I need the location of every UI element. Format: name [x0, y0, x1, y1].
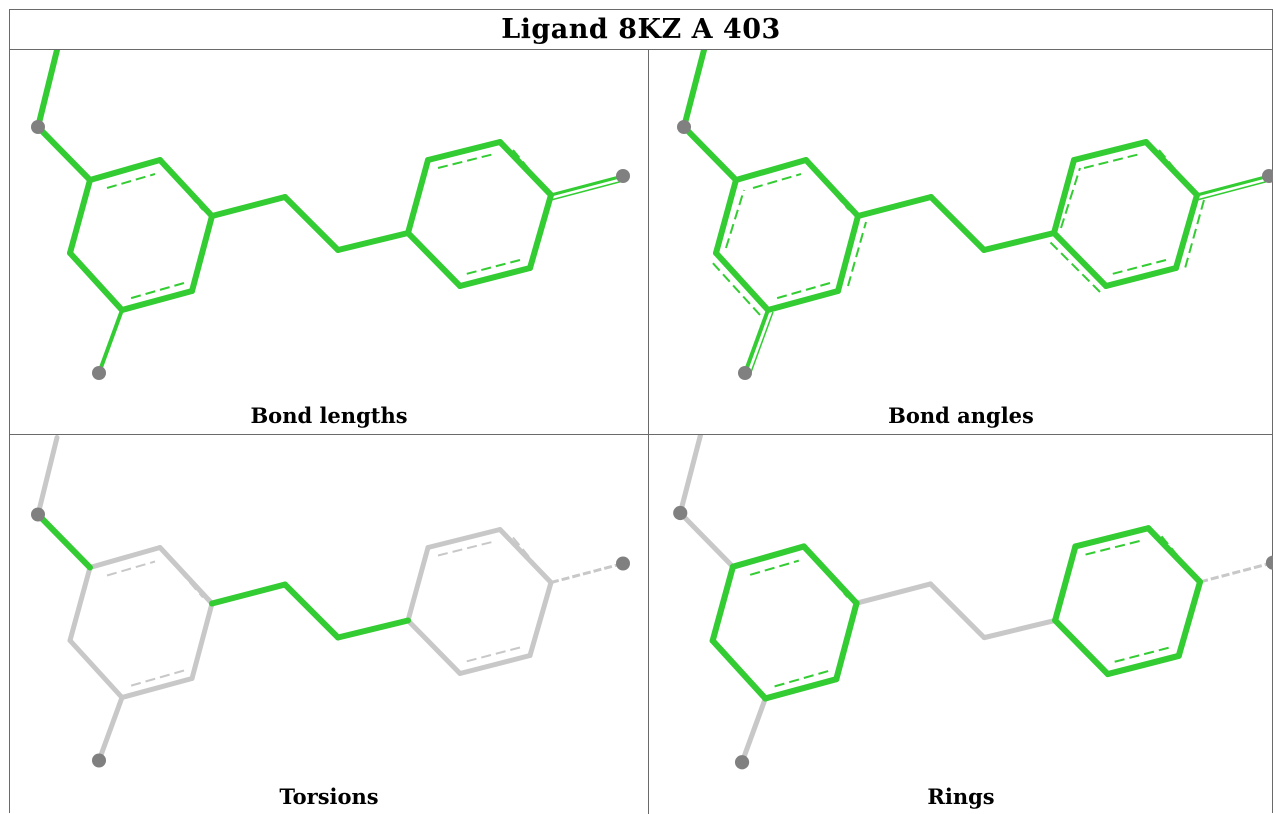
column-divider — [648, 50, 649, 814]
molecule-bond-lengths — [31, 50, 630, 380]
molecule-rings — [673, 435, 1273, 770]
ligand-figure: Ligand 8KZ A 403 — [9, 9, 1273, 814]
caption-bond-lengths: Bond lengths — [250, 403, 408, 428]
molecule-torsions — [31, 435, 630, 768]
panel-bond-angles: Bond angles — [649, 50, 1273, 434]
figure-title: Ligand 8KZ A 403 — [10, 10, 1272, 50]
caption-bond-angles: Bond angles — [888, 403, 1034, 428]
panel-rings: Rings — [649, 435, 1273, 814]
row-divider — [10, 434, 1272, 435]
molecule-bond-angles — [677, 50, 1273, 380]
panel-bond-lengths: Bond lengths — [10, 50, 648, 434]
panel-torsions: Torsions — [10, 435, 648, 814]
caption-rings: Rings — [927, 784, 995, 809]
caption-torsions: Torsions — [279, 784, 379, 809]
